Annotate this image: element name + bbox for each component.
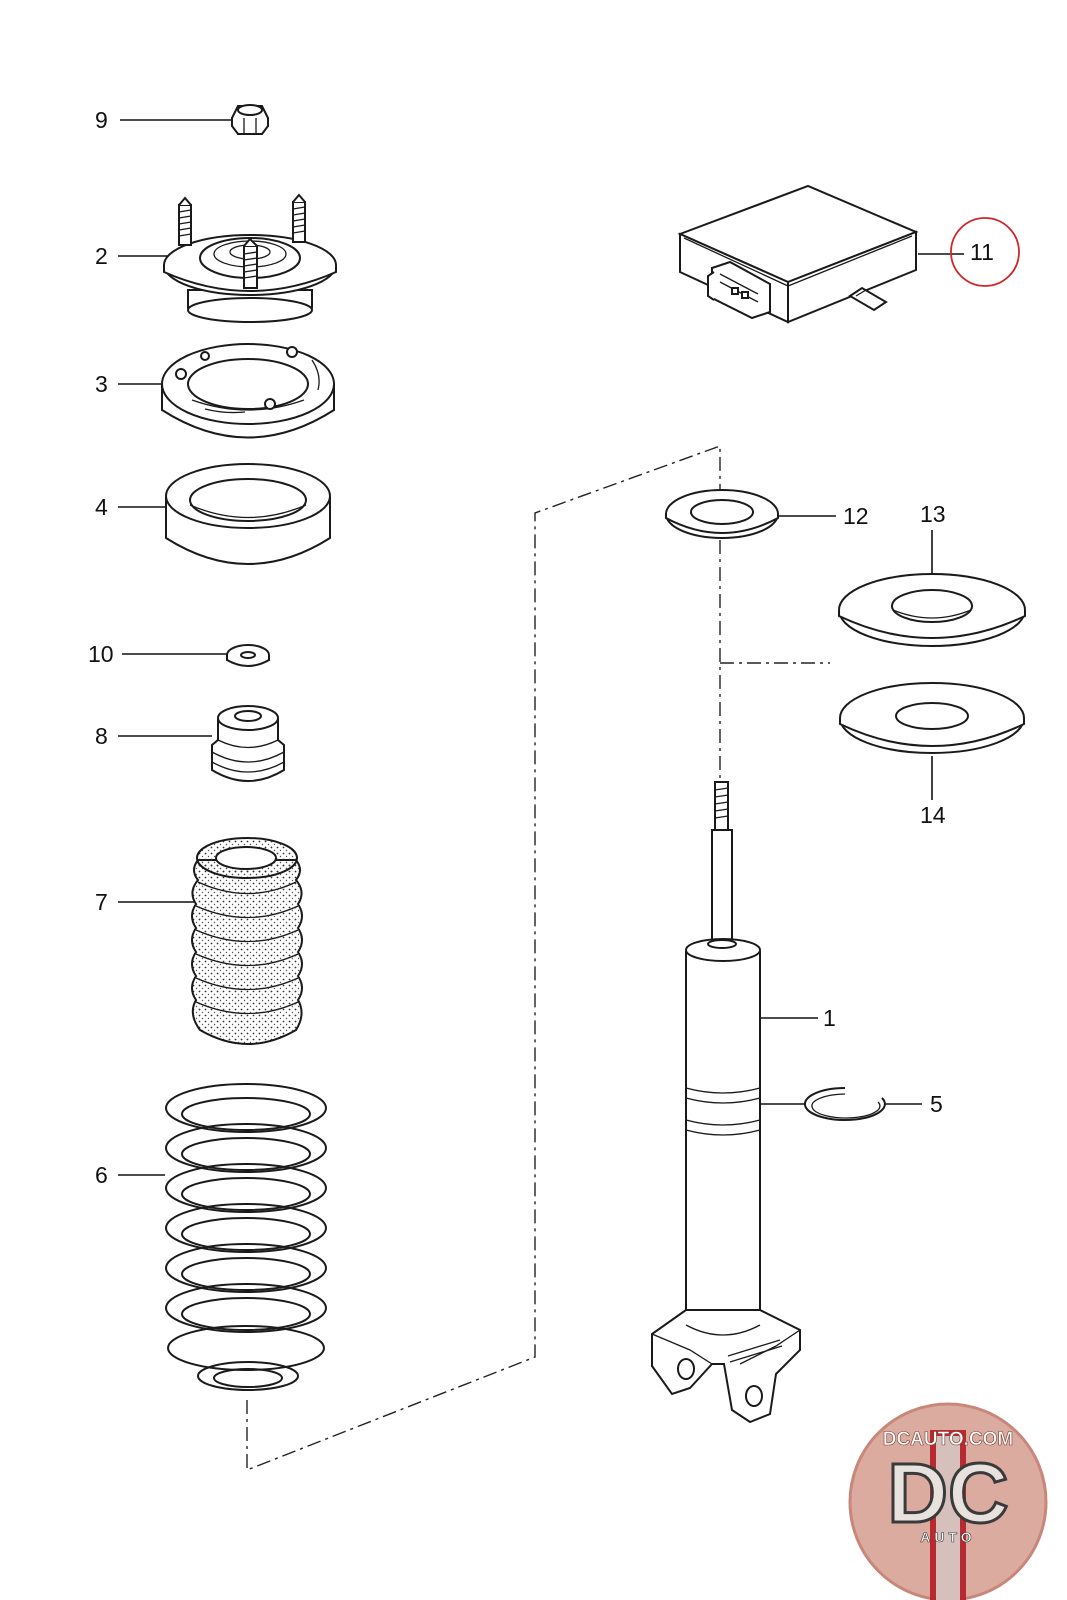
part-11-control-unit: [677, 184, 964, 324]
watermark-site-text: DCAUTO.COM: [883, 1429, 1014, 1450]
part-7-dust-boot: [118, 837, 303, 1045]
label-2: 2: [95, 243, 108, 269]
label-10: 10: [88, 641, 114, 667]
part-2-top-mount: [118, 193, 337, 323]
label-14: 14: [920, 802, 946, 828]
part-1-shock-absorber: [651, 781, 818, 1424]
label-5: 5: [930, 1091, 943, 1117]
label-11: 11: [970, 239, 994, 265]
assembly-centerlines: [246, 445, 830, 1472]
label-1: 1: [823, 1005, 836, 1031]
watermark-initials: DC: [887, 1446, 1008, 1540]
label-13: 13: [920, 501, 946, 527]
part-5-circlip: [760, 1087, 922, 1121]
dcauto-watermark-logo: DCAUTO.COM DC AUTO: [848, 1402, 1048, 1600]
label-4: 4: [95, 494, 108, 520]
label-6: 6: [95, 1162, 108, 1188]
label-7: 7: [95, 889, 108, 915]
part-13-spring-plate: [838, 530, 1026, 647]
label-12: 12: [843, 503, 869, 529]
part-14-spring-plate: [839, 682, 1025, 800]
part-12-washer: [665, 489, 836, 539]
part-6-coil-spring: [118, 1083, 327, 1391]
part-9-nut: [120, 104, 269, 135]
highlight-circle-11: [950, 217, 1020, 287]
part-10-washer: [122, 644, 270, 667]
part-4-ring: [118, 463, 331, 565]
watermark-word: AUTO: [920, 1529, 975, 1545]
label-3: 3: [95, 371, 108, 397]
label-9: 9: [95, 107, 108, 133]
part-3-spacer-ring: [118, 343, 335, 439]
label-8: 8: [95, 723, 108, 749]
part-8-bump-stop: [118, 705, 285, 782]
